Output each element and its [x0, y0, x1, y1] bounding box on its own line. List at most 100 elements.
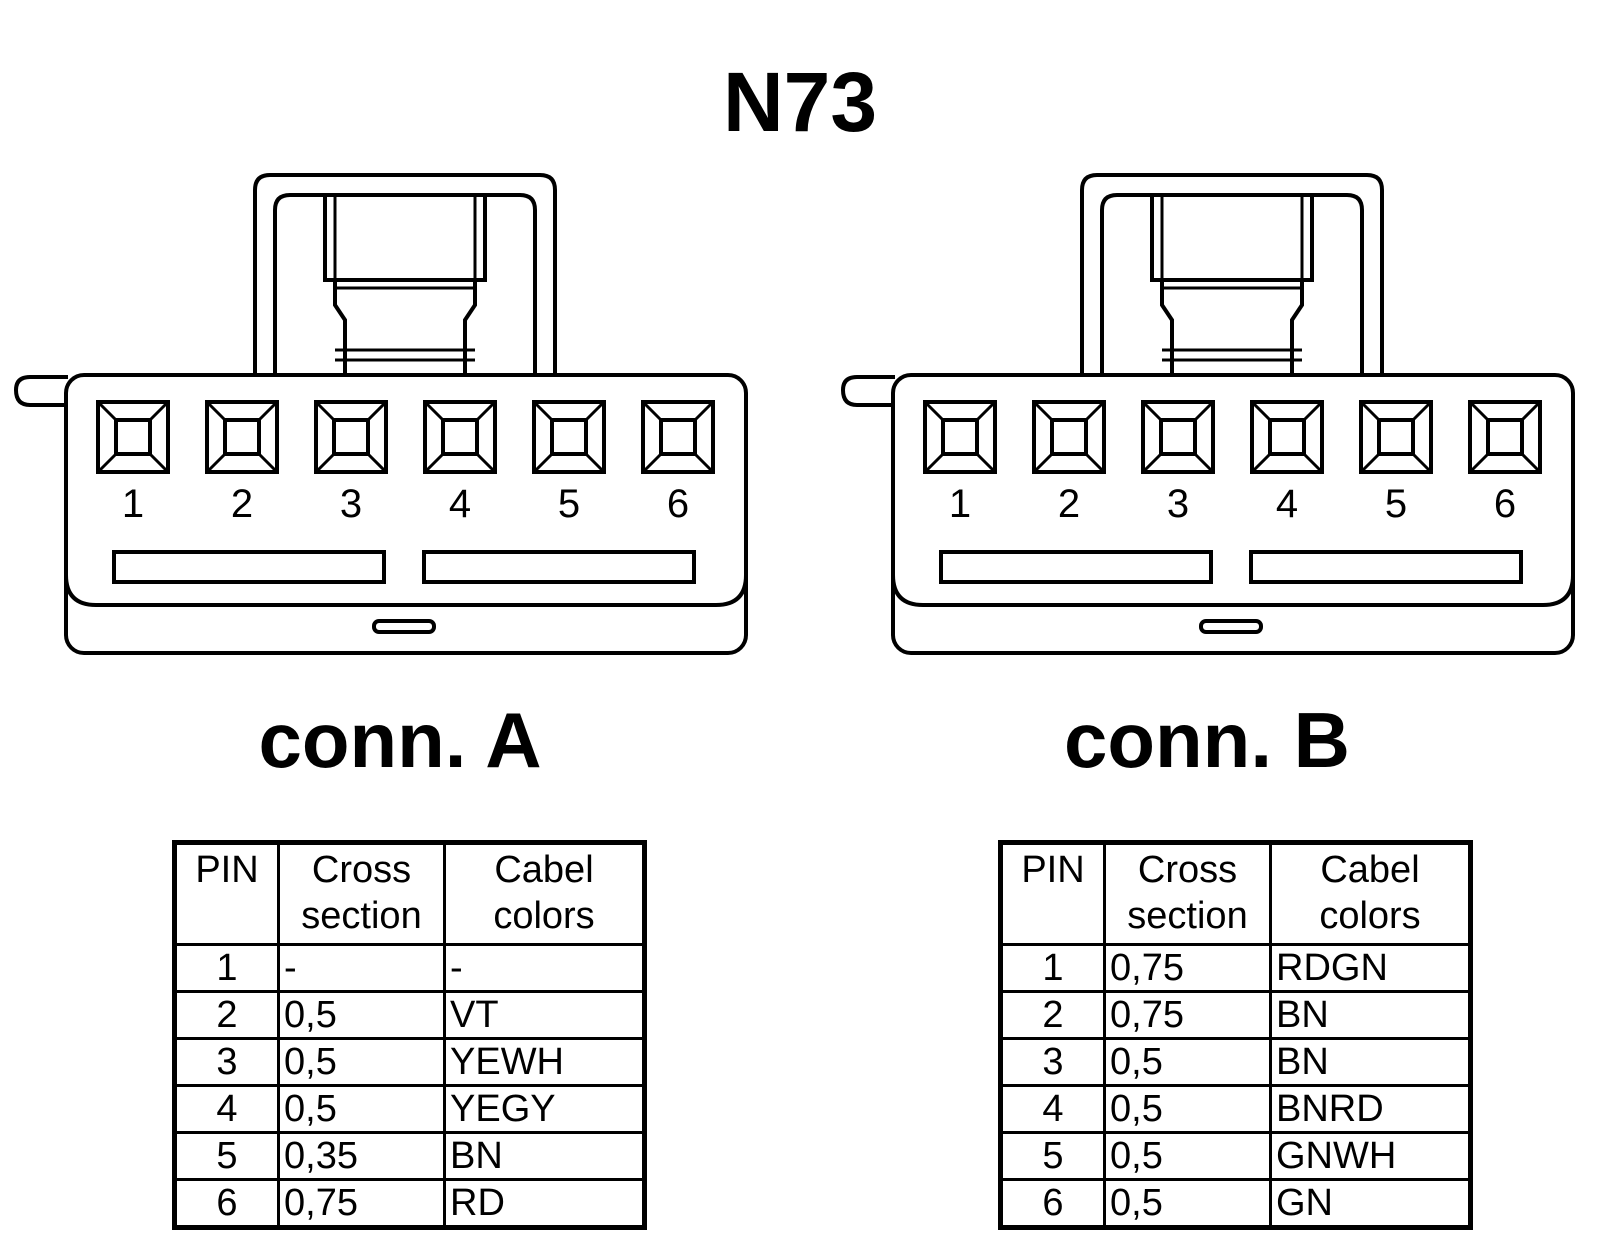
bottom-slot — [372, 619, 436, 634]
pin-number: 3 — [339, 482, 363, 526]
long-slot-left — [112, 550, 386, 584]
terminal-cavity — [314, 400, 388, 474]
terminal-inner — [1268, 418, 1306, 456]
latch-frame-inner — [1100, 193, 1364, 375]
pin-number: 6 — [666, 482, 690, 526]
header-cross-section: Cross section — [277, 841, 446, 946]
header-text: Cabel — [1320, 849, 1420, 891]
latch-clip-lines — [1162, 348, 1302, 362]
terminal-cavity — [423, 400, 497, 474]
cell-pin: 1 — [999, 943, 1106, 993]
pin-number: 1 — [948, 482, 972, 526]
terminal-bevel — [532, 400, 606, 474]
terminal-inner — [1486, 418, 1524, 456]
terminal-bevel — [1032, 400, 1106, 474]
cell-pin: 2 — [999, 990, 1106, 1040]
pin-number: 5 — [557, 482, 581, 526]
pin-number: 2 — [1057, 482, 1081, 526]
cell-cross-section: 0,5 — [1103, 1131, 1272, 1181]
header-text: Cross — [311, 849, 412, 891]
terminal-cavity — [1468, 400, 1542, 474]
connector-b: 1 2 3 4 5 6 — [837, 170, 1597, 670]
terminal-cavity — [532, 400, 606, 474]
left-ear — [840, 375, 895, 407]
cell-cross-section: 0,75 — [277, 1178, 446, 1229]
terminal-cavity — [205, 400, 279, 474]
cell-cross-section: - — [277, 943, 446, 993]
cell-pin: 3 — [173, 1037, 280, 1087]
terminal-bevel — [1468, 400, 1542, 474]
housing-body — [891, 373, 1575, 655]
terminal-cavity — [1359, 400, 1433, 474]
pin-number: 2 — [230, 482, 254, 526]
header-pin: PIN — [173, 841, 280, 946]
table-row: 1-- — [173, 943, 646, 993]
pin-number: 5 — [1384, 482, 1408, 526]
header-text: Cross — [1137, 849, 1238, 891]
cell-pin: 4 — [999, 1084, 1106, 1134]
header-pin: PIN — [999, 841, 1106, 946]
cell-cable-color: GN — [1269, 1178, 1472, 1229]
table-header-row: PIN Cross section Cabel colors — [173, 841, 646, 946]
cell-cross-section: 0,75 — [1103, 943, 1272, 993]
terminal-inner — [441, 418, 479, 456]
cell-cable-color: RD — [443, 1178, 646, 1229]
cell-cable-color: BNRD — [1269, 1084, 1472, 1134]
latch-frame — [1080, 173, 1384, 375]
terminal-bevel — [423, 400, 497, 474]
latch-clip — [333, 280, 477, 375]
latch-tongue — [323, 195, 487, 282]
cell-pin: 4 — [173, 1084, 280, 1134]
diagram-title: N73 — [722, 55, 878, 149]
terminal-bevel — [314, 400, 388, 474]
pin-number: 1 — [121, 482, 145, 526]
connector-a-shape — [13, 173, 748, 655]
bottom-slot — [1199, 619, 1263, 634]
cell-cable-color: BN — [1269, 990, 1472, 1040]
latch-bar — [335, 278, 475, 290]
connector-b-shape — [840, 173, 1575, 655]
terminal-bevel — [923, 400, 997, 474]
terminal-inner — [332, 418, 370, 456]
cell-cable-color: YEWH — [443, 1037, 646, 1087]
header-text: colors — [493, 895, 595, 937]
cell-cross-section: 0,5 — [277, 990, 446, 1040]
latch-frame — [253, 173, 557, 375]
terminal-inner — [223, 418, 261, 456]
terminal-bevel — [205, 400, 279, 474]
cell-pin: 6 — [173, 1178, 280, 1229]
cell-pin: 1 — [173, 943, 280, 993]
terminal-cavity — [1032, 400, 1106, 474]
terminal-bevel — [1141, 400, 1215, 474]
terminal-bevel — [1359, 400, 1433, 474]
header-text: section — [301, 895, 422, 937]
long-slot-left — [939, 550, 1213, 584]
housing-lip — [64, 574, 748, 607]
terminal-cavity — [923, 400, 997, 474]
terminal-bevel — [641, 400, 715, 474]
housing-lip — [891, 574, 1575, 607]
terminal-inner — [1050, 418, 1088, 456]
cell-pin: 3 — [999, 1037, 1106, 1087]
header-cross-section: Cross section — [1103, 841, 1272, 946]
terminal-bevel — [96, 400, 170, 474]
terminal-inner — [114, 418, 152, 456]
left-ear — [13, 375, 68, 407]
pin-number: 6 — [1493, 482, 1517, 526]
pin-number: 4 — [1275, 482, 1299, 526]
header-text: section — [1127, 895, 1248, 937]
long-slot-right — [422, 550, 696, 584]
terminal-inner — [1159, 418, 1197, 456]
cell-cable-color: YEGY — [443, 1084, 646, 1134]
header-text: Cabel — [494, 849, 594, 891]
cell-cross-section: 0,5 — [1103, 1084, 1272, 1134]
cell-cross-section: 0,75 — [1103, 990, 1272, 1040]
cell-cable-color: BN — [443, 1131, 646, 1181]
pin-number: 3 — [1166, 482, 1190, 526]
